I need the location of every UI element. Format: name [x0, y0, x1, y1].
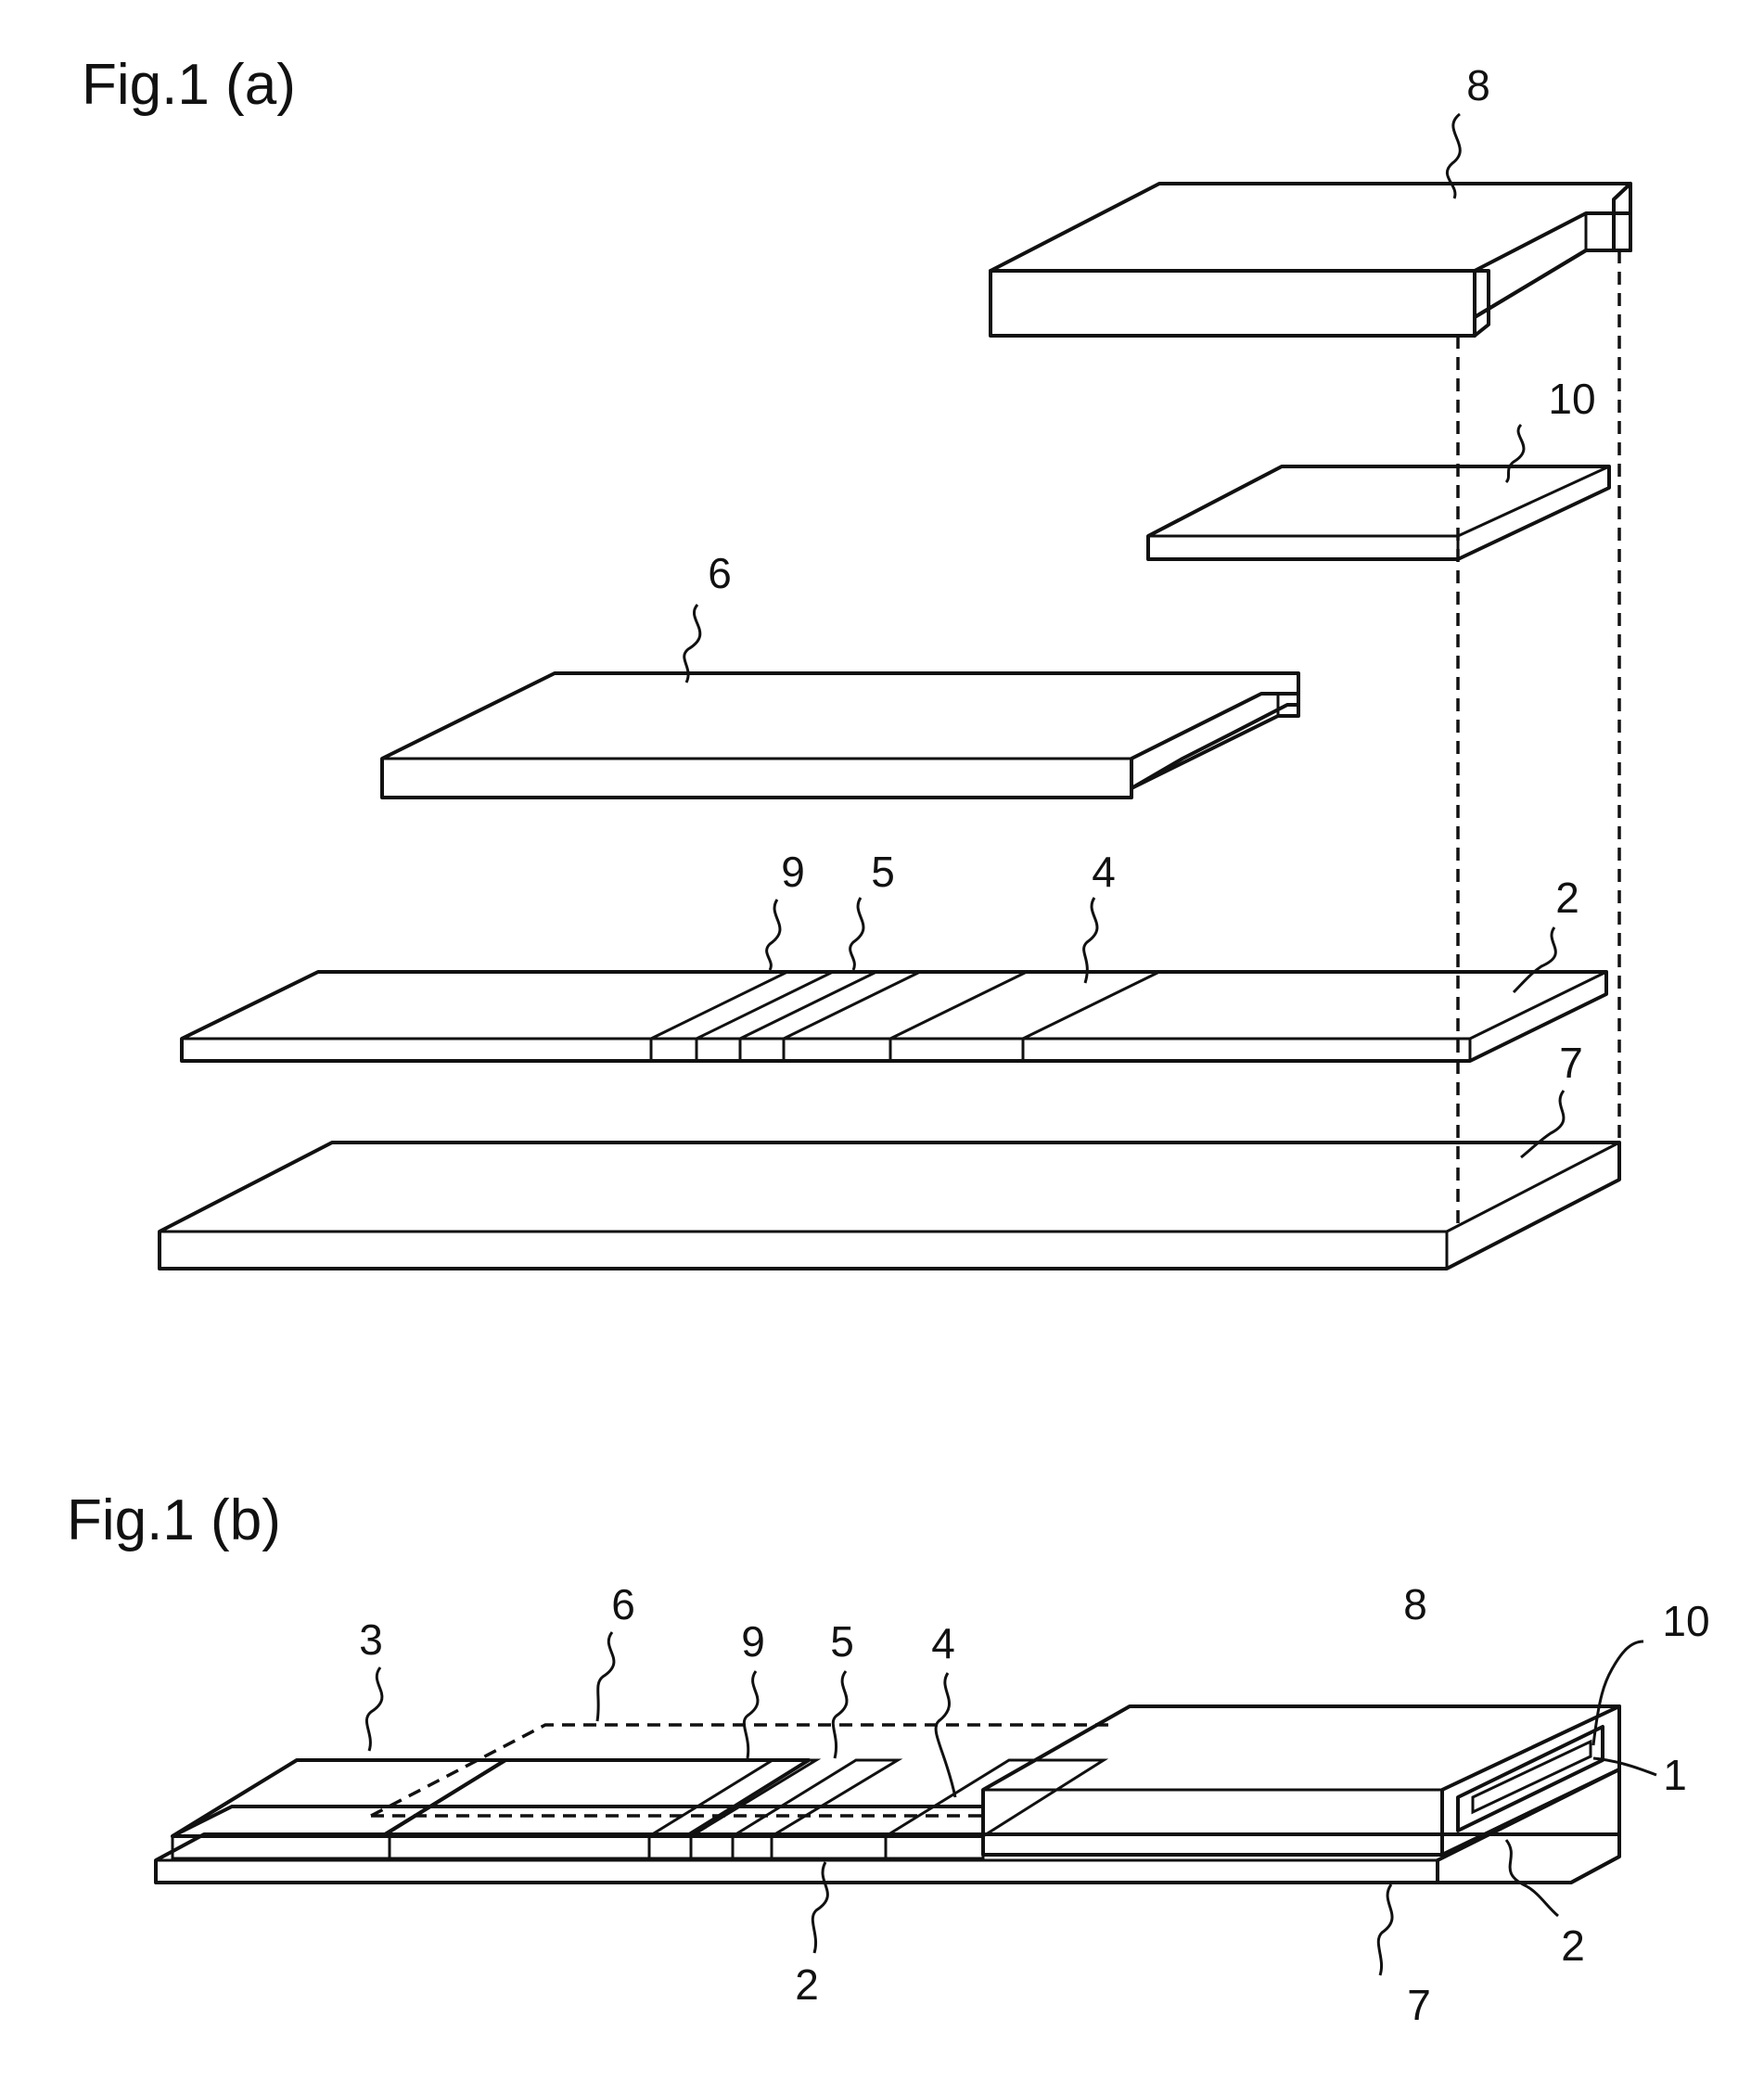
leader-b-9 [744, 1671, 758, 1758]
label-b-8: 8 [1403, 1580, 1427, 1628]
visible-pad-10 [1473, 1742, 1591, 1812]
figure-a-title: Fig.1 (a) [82, 53, 296, 117]
label-b-3: 3 [359, 1615, 383, 1664]
label-5: 5 [871, 848, 895, 896]
leader-2a [1514, 927, 1555, 992]
label-b-2-front: 2 [795, 1960, 819, 2009]
leader-5 [850, 898, 863, 970]
figure-a: Fig.1 (a) 8 10 [82, 53, 1630, 1269]
label-b-7: 7 [1407, 1981, 1431, 2029]
leader-b-1 [1593, 1758, 1656, 1775]
label-9: 9 [781, 848, 805, 896]
zone-4-b [886, 1760, 1104, 1836]
base-part-7: 7 [160, 1039, 1619, 1269]
label-b-10: 10 [1662, 1597, 1709, 1645]
leader-b-6 [597, 1632, 614, 1721]
label-b-2-side: 2 [1561, 1921, 1585, 1970]
label-2: 2 [1555, 874, 1579, 922]
figure-b: Fig.1 (b) [67, 1488, 1710, 2029]
label-b-6: 6 [611, 1580, 635, 1628]
cover-part-8: 8 [991, 61, 1630, 336]
label-b-5: 5 [830, 1617, 854, 1666]
pad-part-6: 6 [382, 549, 1298, 798]
strip-part-2: 9 5 4 2 [182, 848, 1606, 1061]
label-b-1: 1 [1663, 1751, 1687, 1799]
label-10: 10 [1548, 375, 1595, 423]
leader-b-4 [936, 1673, 955, 1797]
leader-b-3 [366, 1667, 382, 1751]
label-4: 4 [1092, 848, 1116, 896]
label-b-9: 9 [741, 1617, 765, 1666]
leader-10 [1506, 425, 1524, 482]
leader-b-7 [1378, 1884, 1392, 1975]
leader-b-5 [833, 1671, 847, 1758]
label-b-4: 4 [931, 1619, 955, 1667]
leader-6 [684, 605, 700, 683]
label-6: 6 [708, 549, 732, 597]
leader-b-2-front [812, 1862, 827, 1953]
label-7: 7 [1559, 1039, 1583, 1087]
leader-8 [1447, 114, 1460, 198]
membrane-region [382, 1760, 809, 1836]
leader-7a [1521, 1091, 1564, 1157]
figure-b-title: Fig.1 (b) [67, 1488, 281, 1552]
label-8: 8 [1466, 61, 1490, 109]
assembled-base-7 [156, 1769, 1619, 1883]
zone-5-b [733, 1760, 898, 1836]
pad-part-10: 10 [1148, 375, 1609, 559]
leader-9 [767, 900, 780, 970]
leader-b-2-side [1506, 1840, 1558, 1916]
